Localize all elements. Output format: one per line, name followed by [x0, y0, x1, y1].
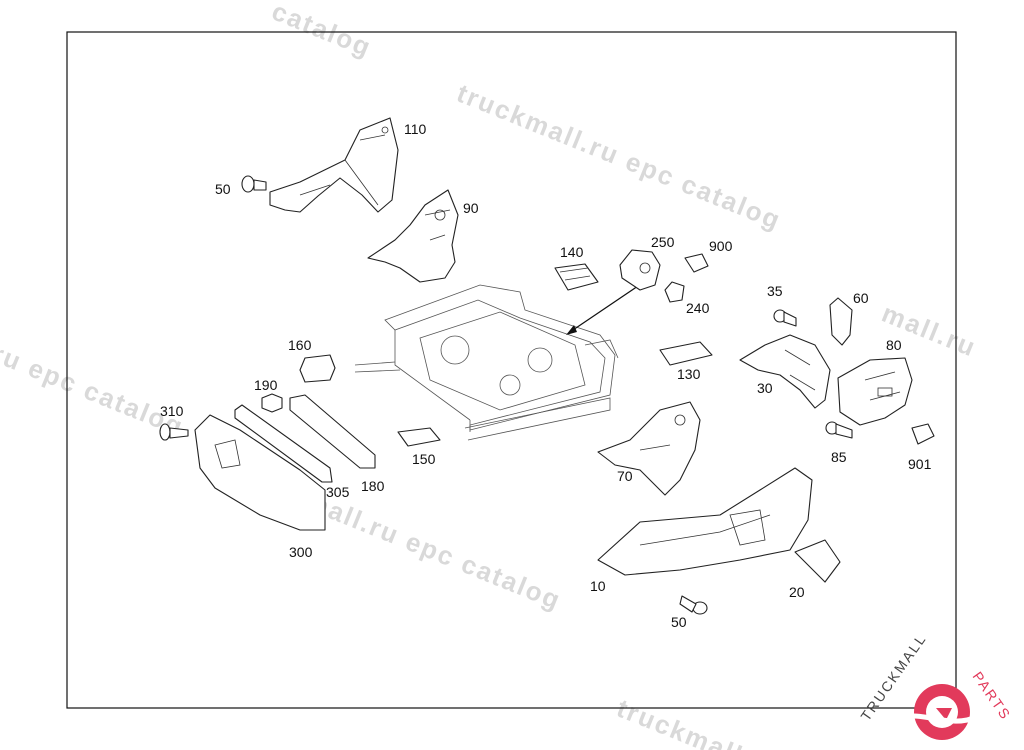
callout-901: 901 [908, 456, 932, 472]
callout-60: 60 [853, 290, 869, 306]
callout-110: 110 [404, 121, 427, 137]
callout-35: 35 [767, 283, 783, 299]
part-150-connector [397, 427, 441, 447]
part-35-screw [773, 309, 797, 327]
callout-310: 310 [160, 403, 184, 419]
callout-130: 130 [677, 366, 701, 382]
assembly-arrow [569, 285, 639, 333]
callout-labels: 110 50 90 140 250 900 240 35 60 160 130 … [160, 121, 932, 630]
callout-20: 20 [789, 584, 805, 600]
part-30-housing [739, 334, 831, 409]
part-20-clip [794, 539, 841, 583]
callout-70: 70 [617, 468, 633, 484]
callout-900: 900 [709, 238, 733, 254]
part-10-seat-trim [597, 467, 813, 576]
callout-150: 150 [412, 451, 436, 467]
callout-180: 180 [361, 478, 385, 494]
part-160-clip [299, 354, 336, 383]
callout-160: 160 [288, 337, 312, 353]
part-50-screw-bottom [679, 595, 708, 615]
gear-icon [901, 684, 980, 740]
truckmall-logo: TRUCKMALL PARTS [857, 630, 1014, 740]
callout-305: 305 [326, 484, 350, 500]
callout-50-bottom: 50 [671, 614, 687, 630]
part-900-cap [684, 253, 709, 273]
part-90-bracket [367, 189, 459, 283]
seat-frame-base [354, 284, 619, 441]
part-300-side-cover [194, 414, 326, 531]
part-180-rail [289, 394, 376, 469]
callout-300: 300 [289, 544, 313, 560]
callout-140: 140 [560, 244, 584, 260]
callout-90: 90 [463, 200, 479, 216]
part-110-bracket [269, 117, 399, 213]
part-130-connector [659, 341, 713, 366]
part-190-spacer [261, 393, 283, 413]
part-250-switch-housing [619, 249, 661, 291]
callout-85: 85 [831, 449, 847, 465]
part-901-cap [911, 423, 935, 445]
assembly-arrow-head [566, 325, 577, 335]
part-80-switch-panel [837, 357, 913, 426]
watermark-layer: catalog truckmall.ru epc catalog ru epc … [0, 0, 981, 750]
part-140-clip [554, 263, 599, 291]
callout-30: 30 [757, 380, 773, 396]
part-60-bracket [829, 297, 853, 346]
part-70-bracket [597, 401, 701, 496]
callout-10: 10 [590, 578, 606, 594]
watermark-left: ru epc catalog [0, 338, 188, 442]
part-85-screw [825, 421, 853, 439]
callout-190: 190 [254, 377, 278, 393]
part-305-trim-strip [234, 404, 333, 483]
part-240-knob [664, 281, 685, 303]
watermark-bottom2: truckmall.ru [613, 693, 784, 750]
part-50-screw-top [241, 175, 267, 193]
watermark-mid1: truckmall.ru epc catalog [453, 78, 786, 236]
callout-250: 250 [651, 234, 675, 250]
callout-80: 80 [886, 337, 902, 353]
part-310-screw [159, 423, 189, 441]
callout-240: 240 [686, 300, 710, 316]
callout-50-top: 50 [215, 181, 231, 197]
diagram-frame [66, 31, 957, 709]
